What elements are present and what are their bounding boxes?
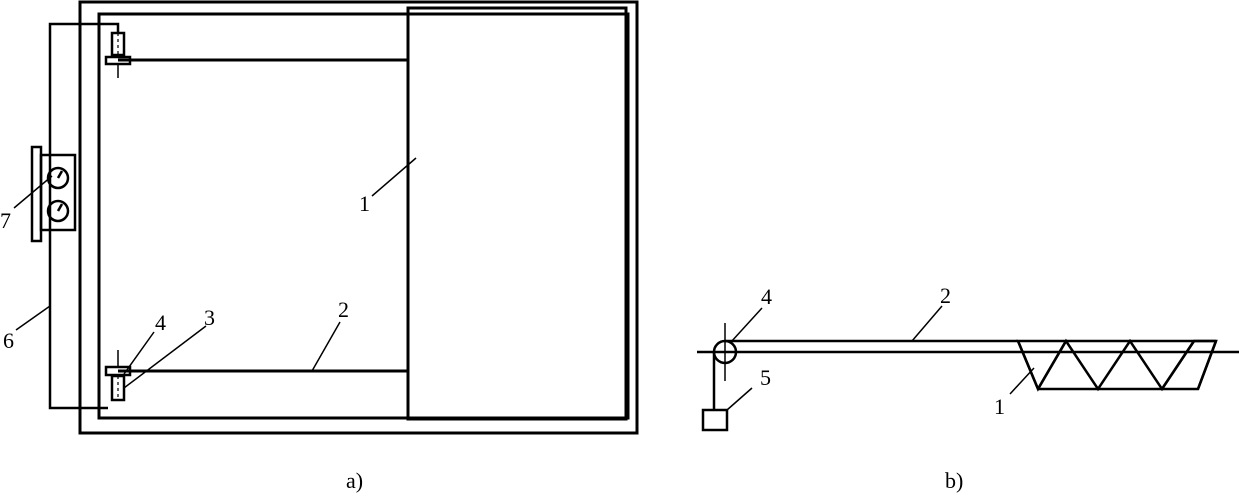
outer-frame [78,0,639,435]
inner-frame [97,12,630,420]
label-part-6: 6 [3,328,14,353]
truss-structure [1016,338,1218,392]
label-part-4: 4 [761,284,772,309]
label-part-3: 3 [204,305,215,330]
gauge-icon [46,199,70,223]
label-part-1: 1 [359,191,370,216]
label-part-5: 5 [760,365,771,390]
bottom-sensor [104,350,132,402]
gauge-icon [46,166,70,190]
caption-a: a) [346,468,363,493]
weight-block [701,408,729,432]
label-part-4: 4 [155,310,166,335]
label-part-1: 1 [994,394,1005,419]
figure-a: 1 7 6 4 3 2 a) [0,0,639,493]
figure-b: 4 2 5 1 b) [697,283,1239,493]
panel-block [406,6,628,421]
caption-b: b) [945,468,963,493]
top-sensor [104,31,132,78]
label-part-7: 7 [0,208,11,233]
external-cable [48,22,120,410]
label-part-2: 2 [940,283,951,308]
label-part-2: 2 [338,297,349,322]
instrument-box [30,145,77,243]
